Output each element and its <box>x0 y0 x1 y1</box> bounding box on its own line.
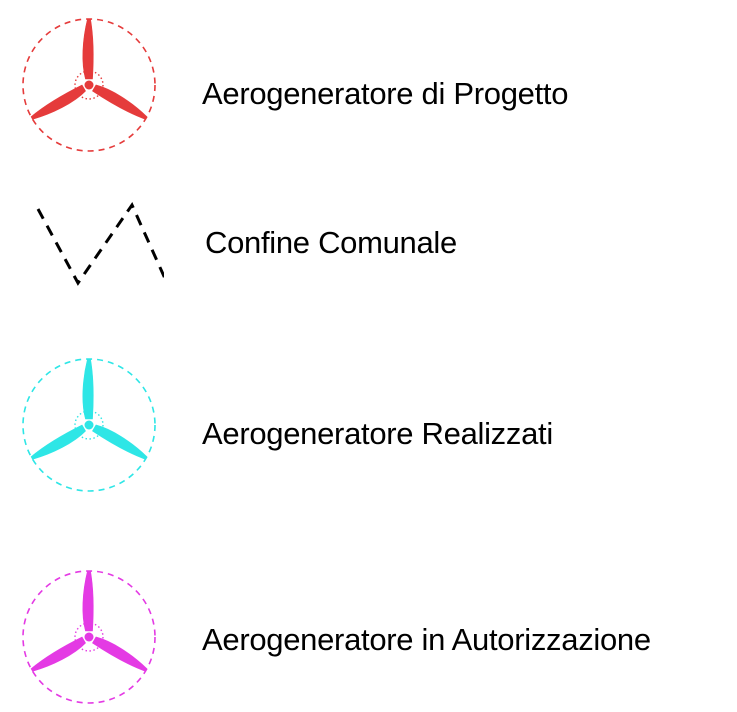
turbine-blade <box>92 84 148 120</box>
legend-label: Aerogeneratore in Autorizzazione <box>202 622 651 657</box>
turbine-blade <box>92 424 148 460</box>
turbine-blade <box>82 18 94 80</box>
turbine-blade <box>92 636 148 672</box>
legend-item-aerogeneratore-in-autorizzazione: Aerogeneratore in Autorizzazione <box>0 562 737 712</box>
legend-label: Aerogeneratore di Progetto <box>202 76 569 111</box>
wind-turbine-icon <box>22 570 156 704</box>
turbine-blade <box>30 84 86 120</box>
turbine-hub <box>84 420 94 430</box>
turbine-blade <box>30 424 86 460</box>
boundary-line <box>36 201 164 286</box>
legend-item-confine-comunale: Confine Comunale <box>0 195 737 345</box>
wind-turbine-icon <box>22 18 156 152</box>
map-legend: Aerogeneratore di Progetto Confine Comun… <box>0 10 737 704</box>
legend-item-aerogeneratore-di-progetto: Aerogeneratore di Progetto <box>0 10 737 160</box>
turbine-hub <box>84 80 94 90</box>
dashed-boundary-line-icon <box>36 201 164 286</box>
tower-base-circle <box>74 70 104 100</box>
turbine-hub <box>84 632 94 642</box>
legend-label: Confine Comunale <box>205 225 457 260</box>
turbine-blade <box>82 358 94 420</box>
legend-label: Aerogeneratore Realizzati <box>202 416 553 451</box>
tower-base-circle <box>74 410 104 440</box>
turbine-blade <box>30 636 86 672</box>
wind-turbine-icon <box>22 358 156 492</box>
tower-base-circle <box>74 622 104 652</box>
legend-item-aerogeneratore-realizzati: Aerogeneratore Realizzati <box>0 350 737 500</box>
turbine-blade <box>82 570 94 632</box>
